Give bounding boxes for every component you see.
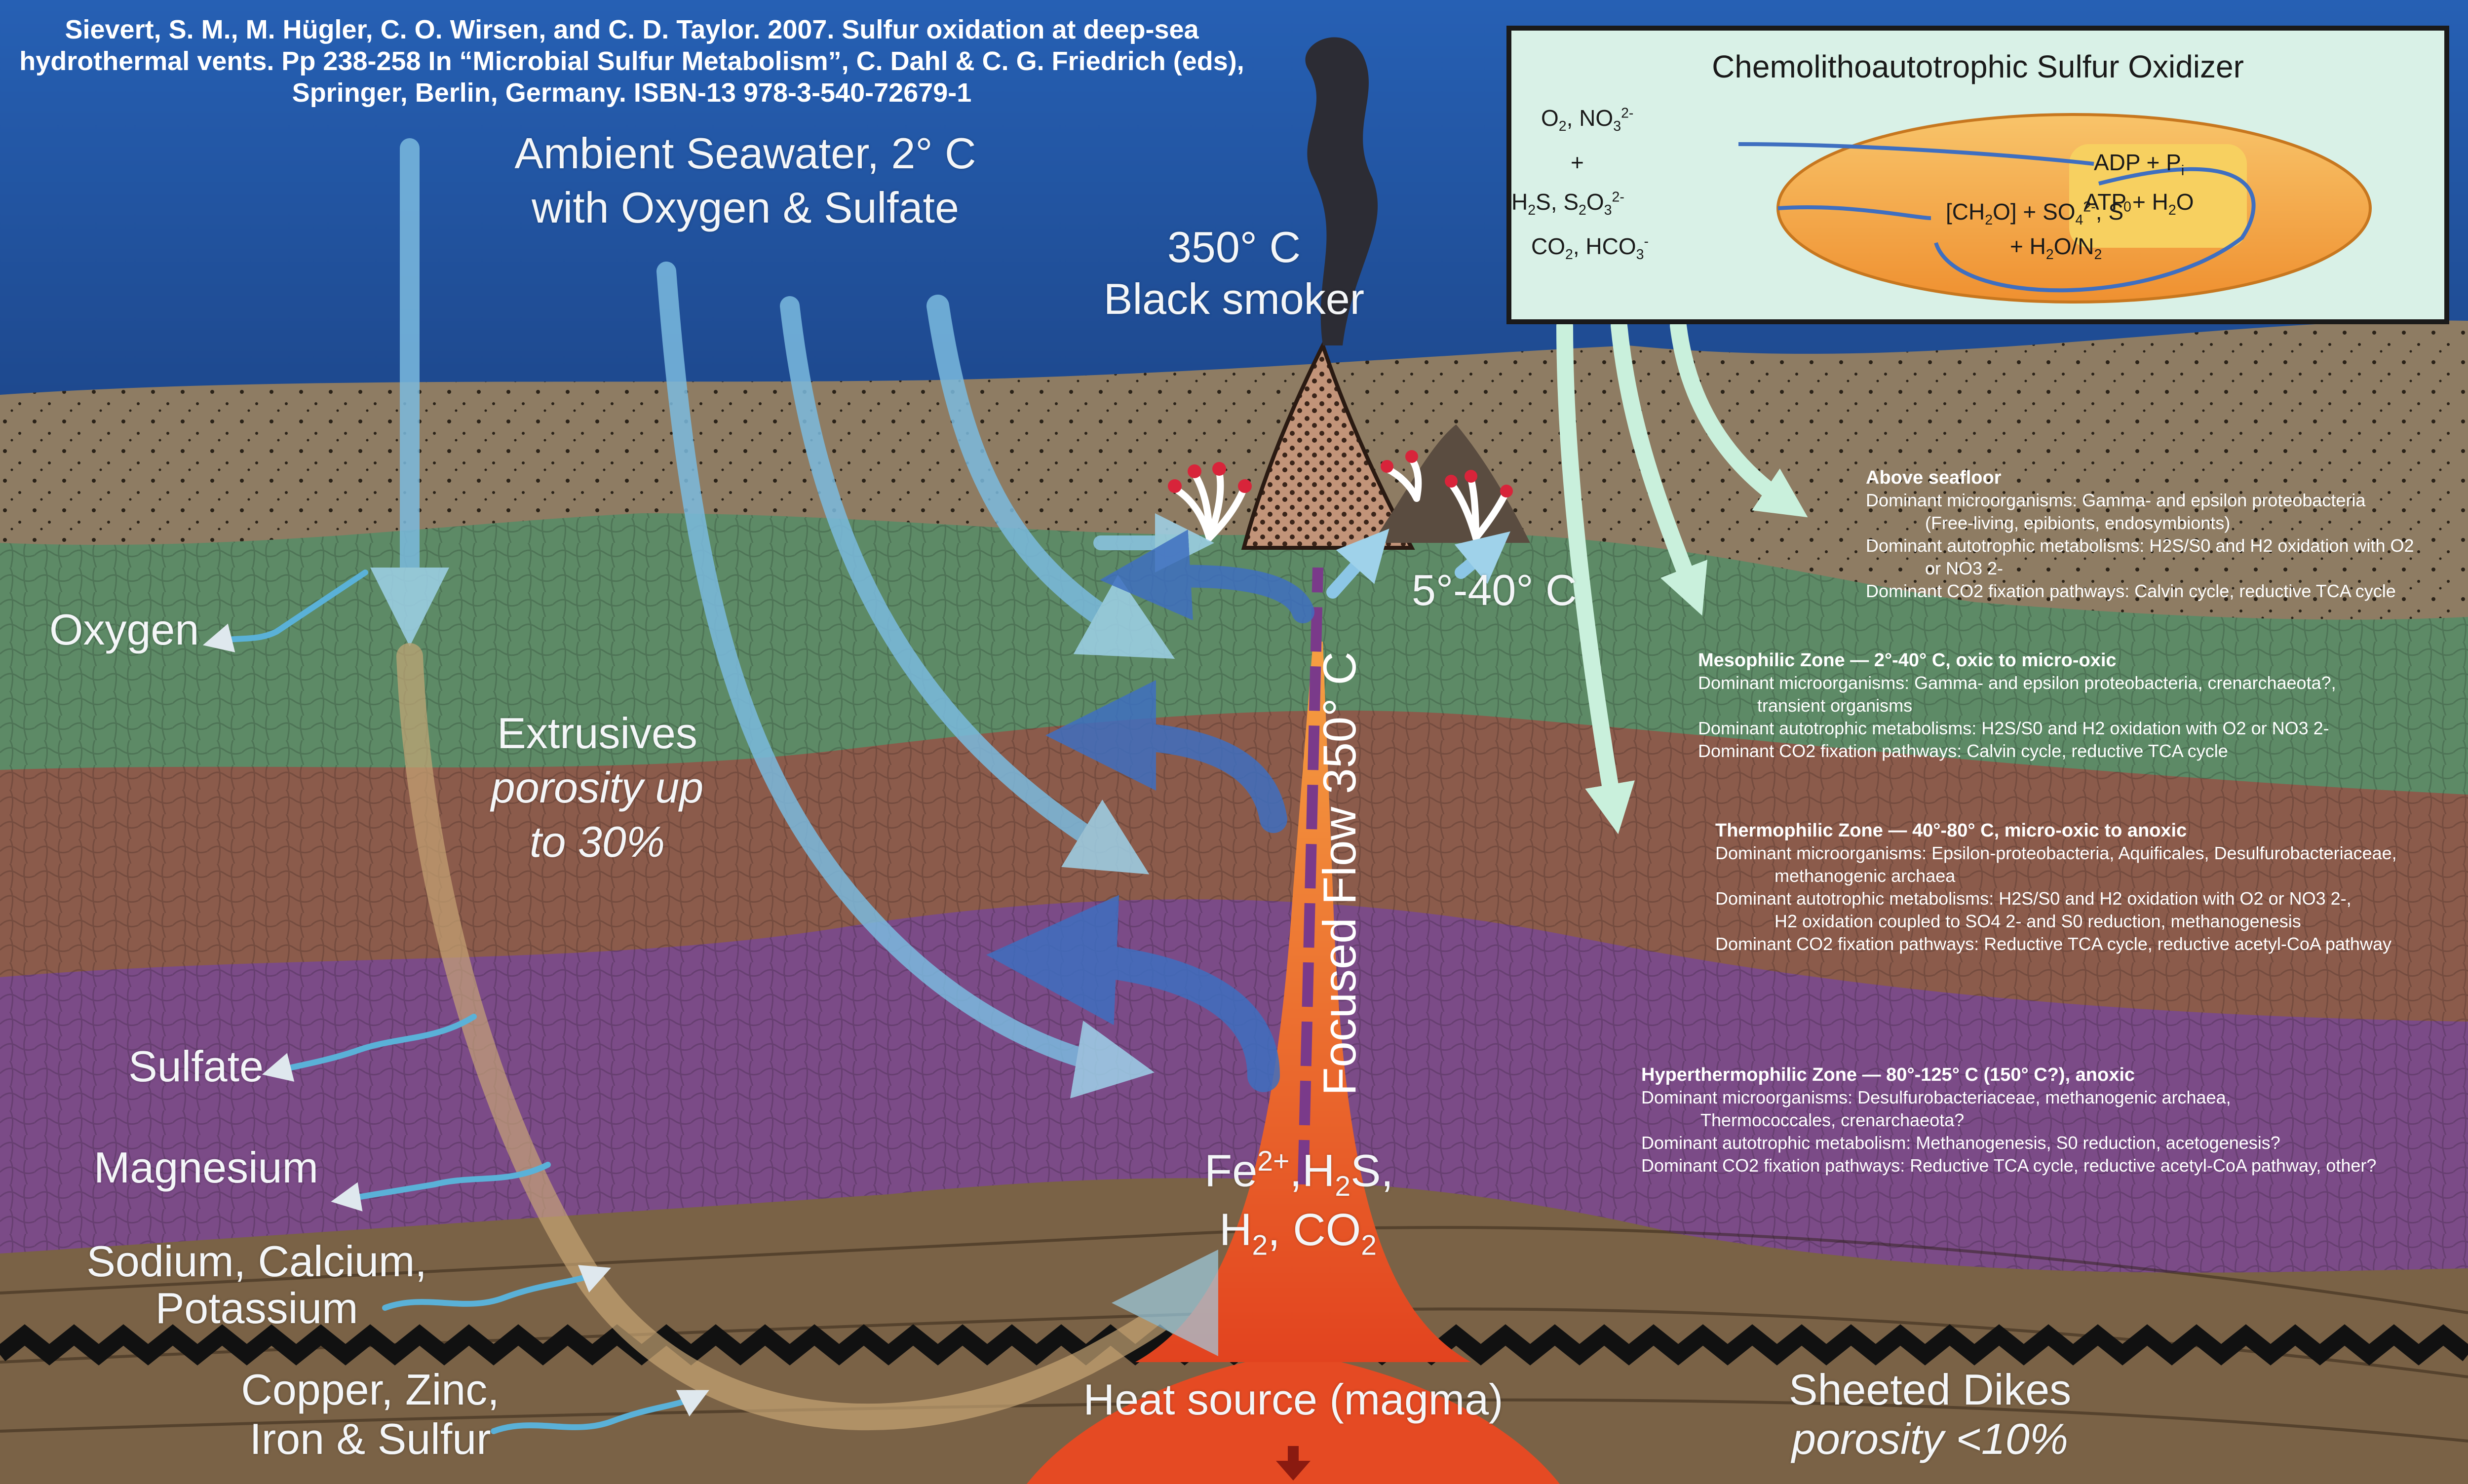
zone-line: Dominant autotrophic metabolisms: H2S/S0… (1866, 535, 2414, 556)
porosity-label-2: to 30% (530, 817, 665, 866)
inset-reductants: H2S, S2O32- (1511, 189, 1624, 219)
black-smoker-chimney (1241, 340, 1415, 550)
inset-water: + H2O/N2 (2010, 233, 2102, 263)
extrusives-label: Extrusives (497, 709, 697, 758)
tubeworm-tips-left (1168, 462, 1252, 493)
inset-oxidants: O2, NO32- (1541, 105, 1634, 135)
sulfate-label: Sulfate (128, 1042, 264, 1091)
inset-atp: ATP + H2O (2084, 189, 2194, 219)
zone-line: transient organisms (1757, 695, 1913, 716)
heat-arrow-head (1276, 1461, 1311, 1481)
zone-line: Thermococcales, crenarchaeota? (1700, 1110, 1965, 1130)
tubeworm-tips-right (1381, 450, 1513, 497)
zone-title: Above seafloor (1866, 467, 2002, 488)
black-smoke-plume (1305, 37, 1378, 346)
inset-flow-cycle (1934, 167, 2256, 293)
zone-line: H2 oxidation coupled to SO4 2- and S0 re… (1774, 911, 2301, 931)
upflow-arrows (986, 529, 1510, 1092)
zone-title: Mesophilic Zone — 2°-40° C, oxic to micr… (1698, 650, 2117, 671)
zone-line: Dominant CO2 fixation pathways: Calvin c… (1698, 741, 2228, 761)
magma-chamber (1027, 1352, 1560, 1484)
zone-mesophilic: Mesophilic Zone — 2°-40° C, oxic to micr… (1698, 649, 2336, 762)
inset-title: Chemolithoautotrophic Sulfur Oxidizer (1712, 49, 2244, 84)
fluid-species-line2: H2, CO2 (1219, 1205, 1377, 1261)
focused-flow-label: Focused Flow 350° C (1313, 651, 1365, 1096)
zone-line: Dominant CO2 fixation pathways: Reductiv… (1715, 934, 2391, 954)
oxygen-label: Oxygen (49, 605, 199, 654)
zone-above-seafloor: Above seafloor Dominant microorganisms: … (1866, 466, 2414, 603)
element-flux-arrows (202, 570, 709, 1434)
zone-thermophilic: Thermophilic Zone — 40°-80° C, micro-oxi… (1715, 819, 2397, 955)
zone-line: Dominant microorganisms: Gamma- and epsi… (1698, 673, 2336, 693)
zone-line: or NO3 2- (1925, 558, 2004, 578)
zone-line: (Free-living, epibionts, endosymbionts) (1925, 513, 2231, 533)
fluid-species-line1: Fe2+,H2S, (1204, 1145, 1394, 1203)
inset-carbon: CO2, HCO3- (1531, 233, 1649, 263)
zone-line: methanogenic archaea (1774, 866, 1956, 886)
zone-title: Hyperthermophilic Zone — 80°-125° C (150… (1641, 1065, 2135, 1085)
smoker-temp-label: 350° C (1167, 223, 1301, 271)
sheeted-dikes-label: Sheeted Dikes (1788, 1365, 2072, 1414)
black-smoker-label: Black smoker (1103, 274, 1365, 323)
zone-line: Dominant autotrophic metabolism: Methano… (1641, 1133, 2280, 1153)
inset-plus: + (1571, 150, 1584, 175)
zone-title: Thermophilic Zone — 40°-80° C, micro-oxi… (1715, 820, 2187, 841)
zone-line: Dominant microorganisms: Desulfurobacter… (1641, 1087, 2231, 1107)
zone-line: Dominant microorganisms: Gamma- and epsi… (1866, 490, 2366, 510)
inset-arrows (1556, 317, 1808, 835)
ambient-seawater-sublabel: with Oxygen & Sulfate (532, 183, 959, 232)
inset-cell-svg (1738, 113, 2372, 304)
vent-temp-label: 5°-40° C (1412, 566, 1577, 614)
zone-line: Dominant CO2 fixation pathways: Calvin c… (1866, 581, 2396, 601)
focused-flow-conduit (1298, 567, 1323, 1185)
zone-line: Dominant autotrophic metabolisms: H2S/S0… (1698, 718, 2329, 738)
inset-products: [CH2O] + SO42-, S0 (1946, 199, 2131, 228)
potassium-label: Potassium (155, 1284, 358, 1332)
zone-line: Dominant autotrophic metabolisms: H2S/S0… (1715, 888, 2352, 909)
inset-adp: ADP + Pi (2094, 150, 2185, 179)
porosity-label-1: porosity up (491, 763, 704, 812)
sulfur-oxidizer-inset: Chemolithoautotrophic Sulfur Oxidizer O2… (1506, 26, 2449, 324)
zone-hyperthermophilic: Hyperthermophilic Zone — 80°-125° C (150… (1641, 1064, 2376, 1177)
zone-line: Dominant microorganisms: Epsilon-proteob… (1715, 843, 2397, 863)
inset-flow-mid (1777, 205, 1931, 220)
sodium-calcium-label: Sodium, Calcium, (86, 1237, 427, 1286)
sheeted-porosity-label: porosity <10% (1791, 1414, 2069, 1463)
copper-zinc-label: Copper, Zinc, (241, 1365, 500, 1414)
iron-sulfur-label: Iron & Sulfur (249, 1414, 491, 1463)
heat-source-label: Heat source (magma) (1083, 1375, 1504, 1424)
ambient-seawater-label: Ambient Seawater, 2° C (514, 129, 976, 178)
citation-text: Sievert, S. M., M. Hügler, C. O. Wirsen,… (19, 15, 1244, 108)
zone-line: Dominant CO2 fixation pathways: Reductiv… (1641, 1155, 2377, 1176)
inset-flow-top (1738, 142, 2094, 166)
magnesium-label: Magnesium (94, 1143, 318, 1192)
